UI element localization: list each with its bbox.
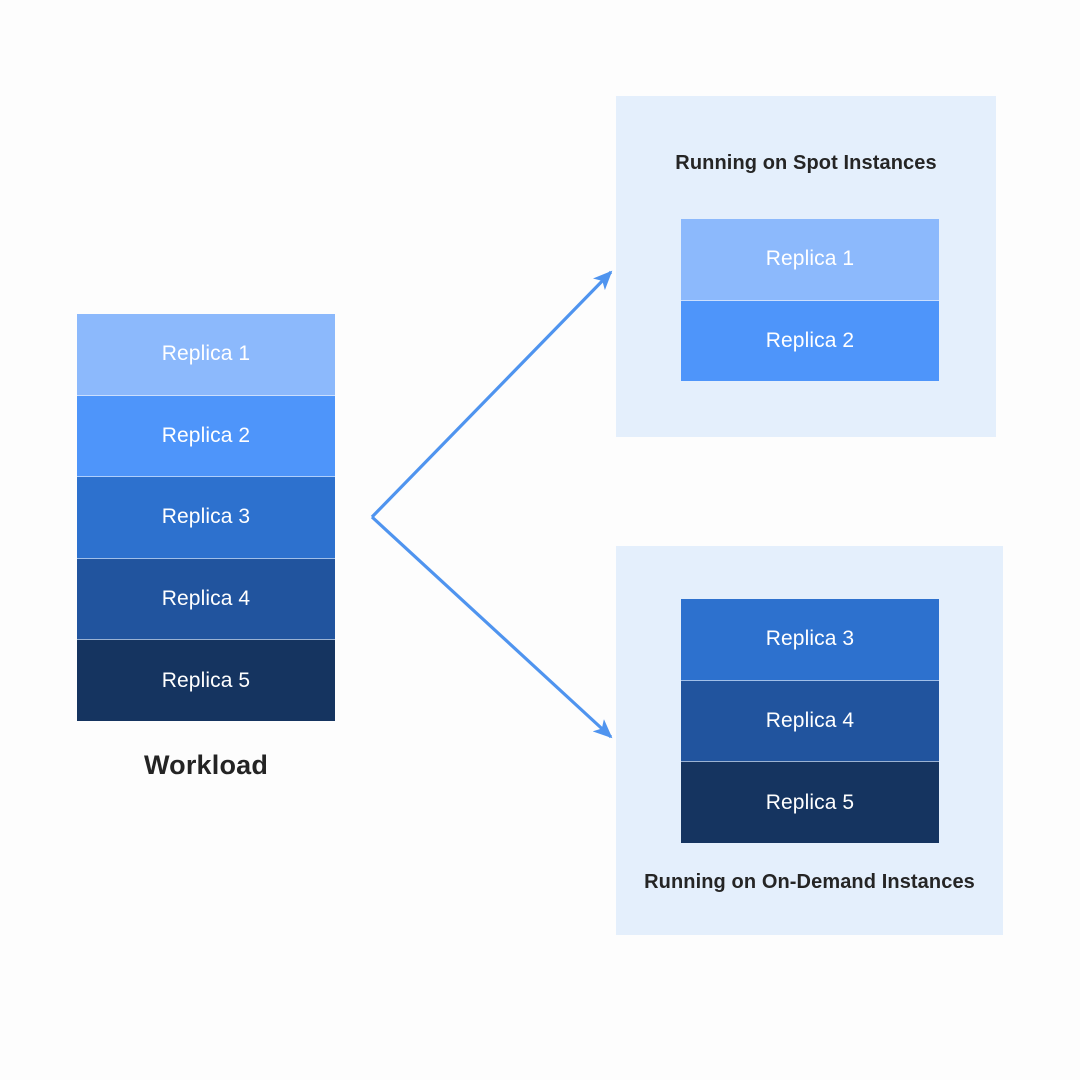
ondemand-replica-4-label: Replica 4 [765,709,855,732]
workload-replica-stack: Replica 1 Replica 2 Replica 3 Replica 4 … [77,314,335,721]
workload-replica-1-label: Replica 1 [161,342,251,366]
spot-replica-1-label: Replica 1 [765,247,855,271]
ondemand-replica-5: Replica 5 [681,762,939,844]
ondemand-instances-title: Running on On-Demand Instances [644,871,975,893]
spot-replica-2-label: Replica 2 [765,328,855,352]
workload-replica-4-label: Replica 4 [161,587,251,611]
workload-replica-3-label: Replica 3 [161,505,251,529]
arrow-to-ondemand-icon [370,515,613,739]
workload-replica-5: Replica 5 [77,640,335,721]
workload-replica-1: Replica 1 [77,314,335,396]
spot-instances-title: Running on Spot Instances [675,152,937,174]
workload-replica-5-label: Replica 5 [161,668,251,692]
workload-title: Workload [143,750,269,780]
workload-replica-3: Replica 3 [77,477,335,559]
ondemand-replica-3-label: Replica 3 [765,627,855,651]
ondemand-replica-stack: Replica 3 Replica 4 Replica 5 [681,599,939,844]
ondemand-replica-5-label: Replica 5 [765,790,855,814]
spot-replica-2: Replica 2 [681,300,939,381]
workload-replica-2-label: Replica 2 [161,423,251,447]
workload-replica-2: Replica 2 [77,395,335,478]
spot-replica-stack: Replica 1 Replica 2 [681,219,939,381]
ondemand-replica-4: Replica 4 [681,680,939,763]
spot-replica-1: Replica 1 [681,219,939,301]
workload-replica-4: Replica 4 [77,558,335,641]
arrow-to-spot-icon [370,270,613,519]
ondemand-replica-3: Replica 3 [681,599,939,681]
